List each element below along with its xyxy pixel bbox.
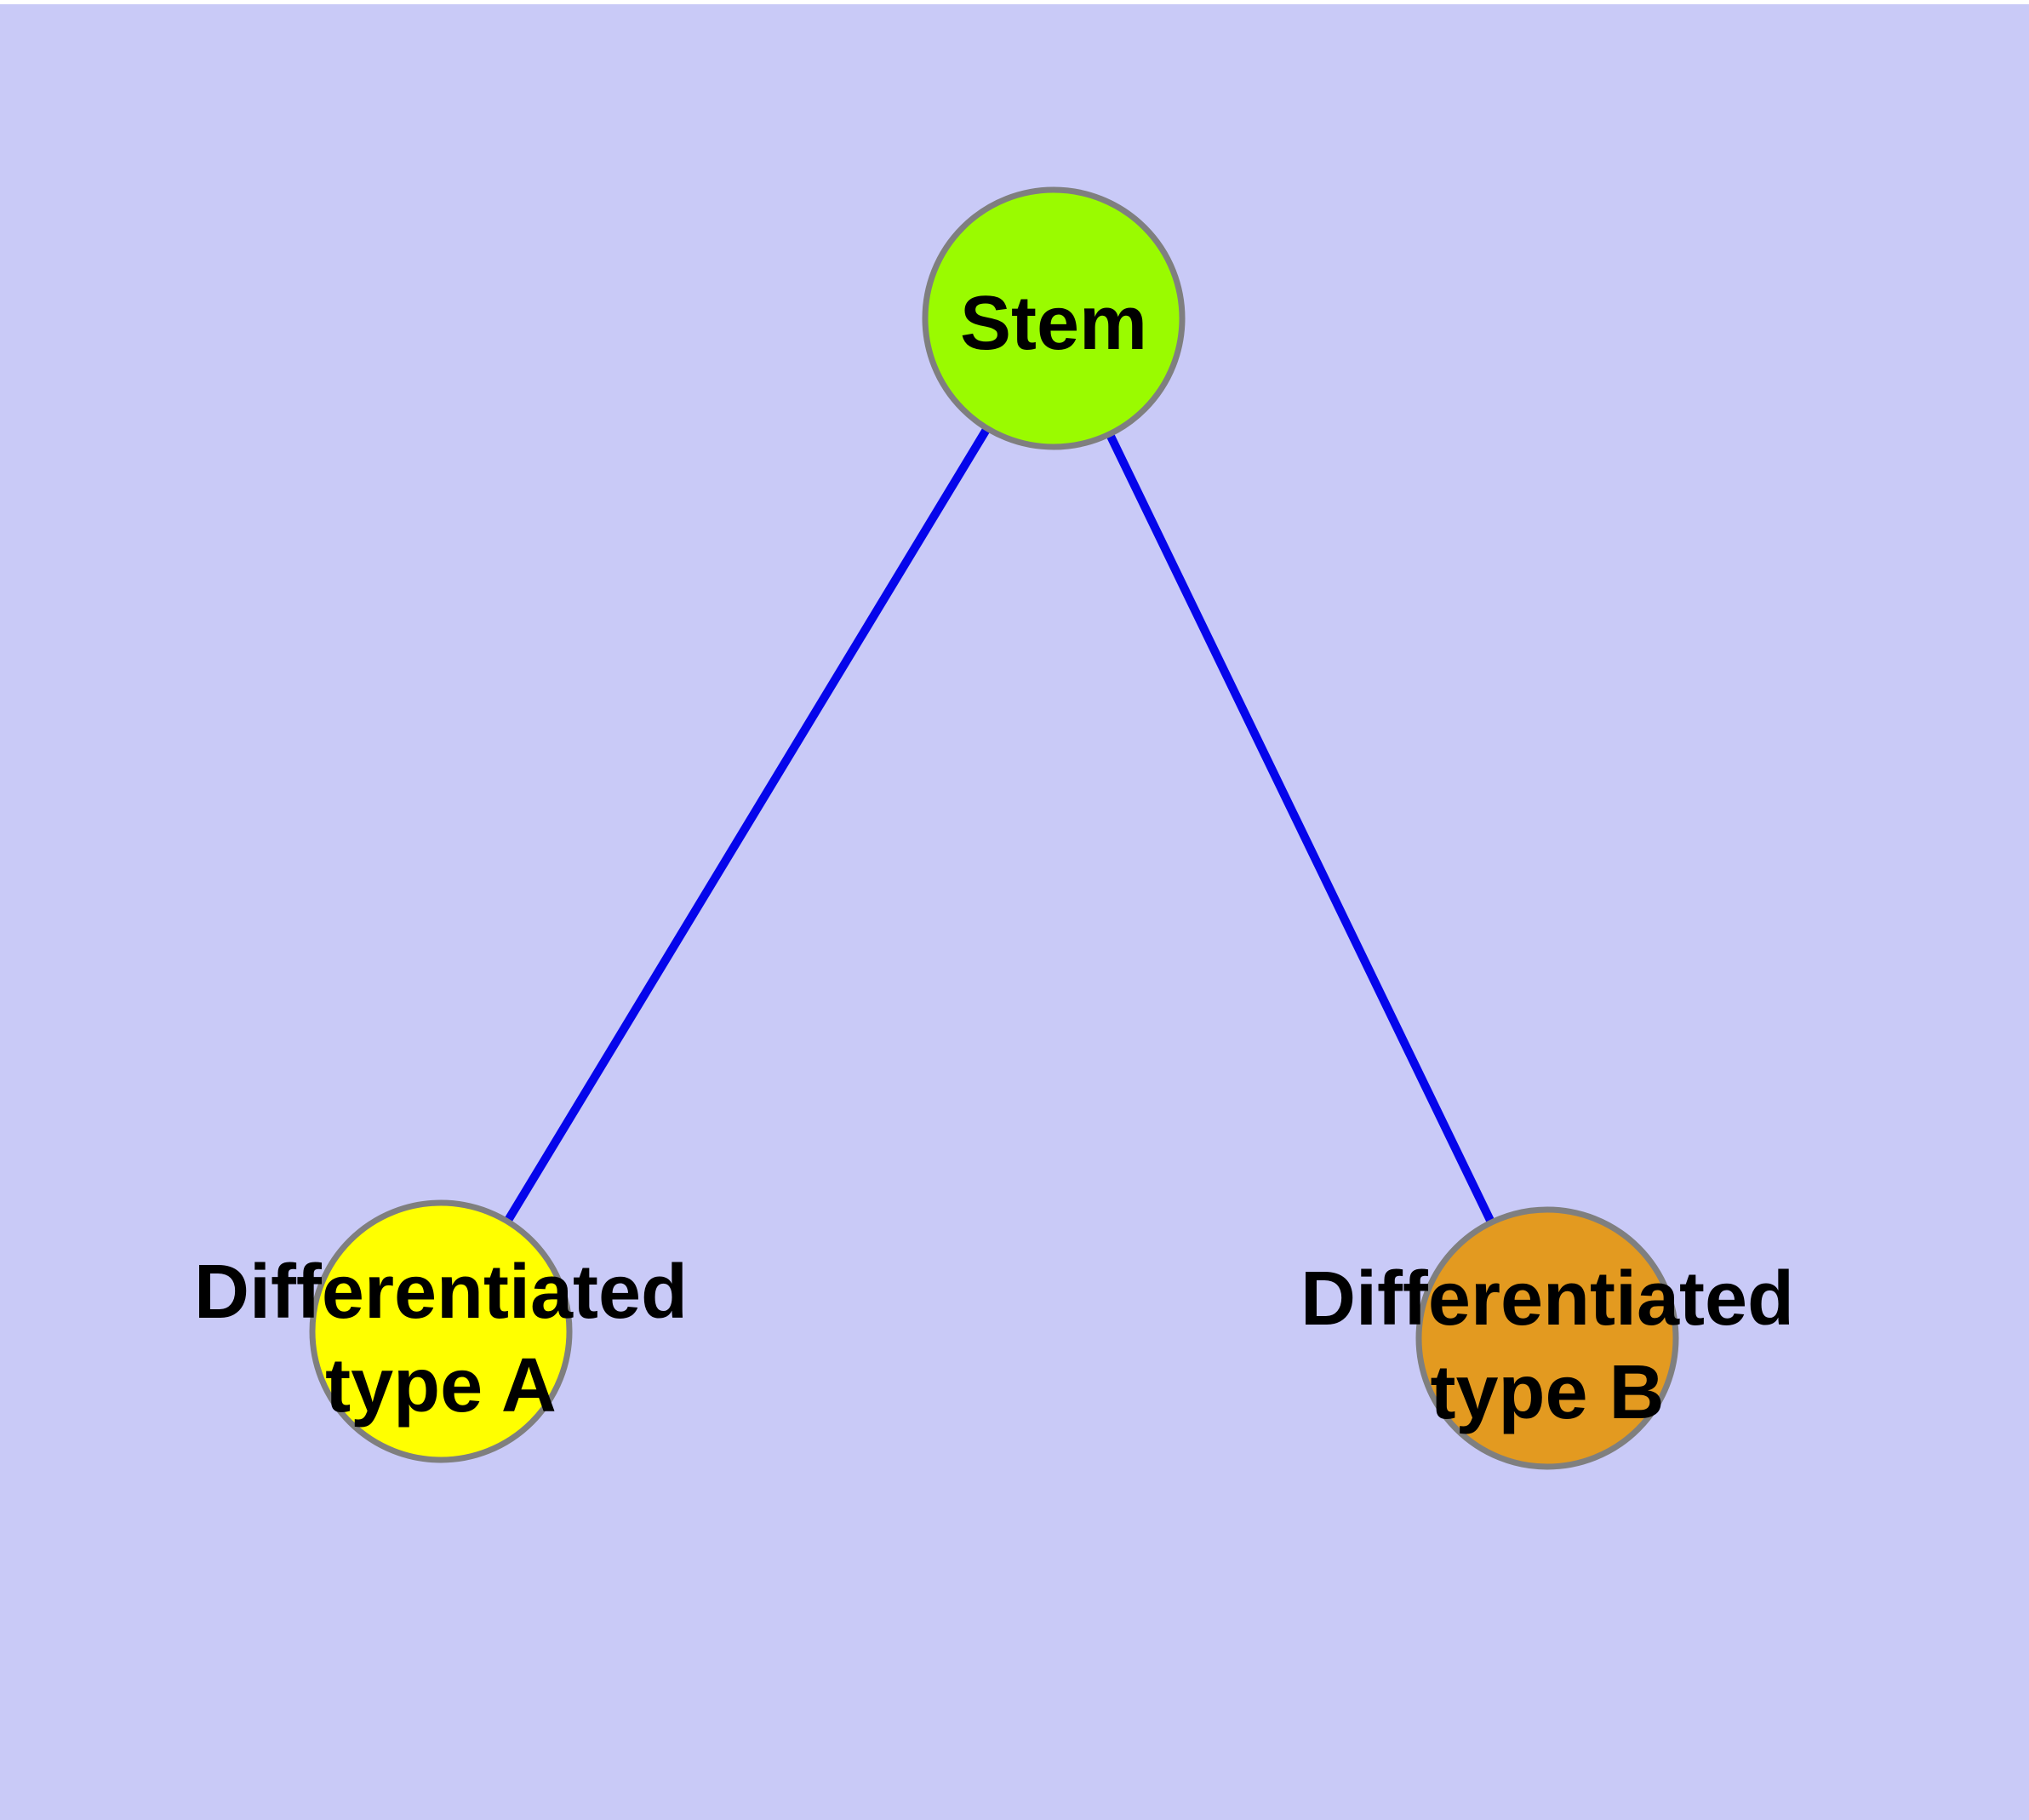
node-type-b-label-line1: Differentiated [1300, 1256, 1794, 1342]
edge-layer [437, 316, 1552, 1341]
edge-stem-to-type-a [437, 316, 1058, 1334]
node-type-a-circle [309, 1199, 573, 1463]
node-stem-circle [922, 186, 1186, 450]
node-differentiated-type-a: Differentiated type A [194, 1199, 688, 1463]
node-differentiated-type-b: Differentiated type B [1300, 1206, 1794, 1470]
edge-stem-to-type-b [1049, 316, 1552, 1341]
node-type-b-circle [1415, 1206, 1679, 1470]
node-type-a-label-line2: type A [325, 1343, 557, 1428]
node-type-a-label-line1: Differentiated [194, 1250, 688, 1335]
node-stem-label: Stem [960, 281, 1147, 366]
node-type-b-label-line2: type B [1430, 1350, 1664, 1435]
canvas-top-margin [0, 0, 2029, 4]
node-stem: Stem [922, 186, 1186, 450]
